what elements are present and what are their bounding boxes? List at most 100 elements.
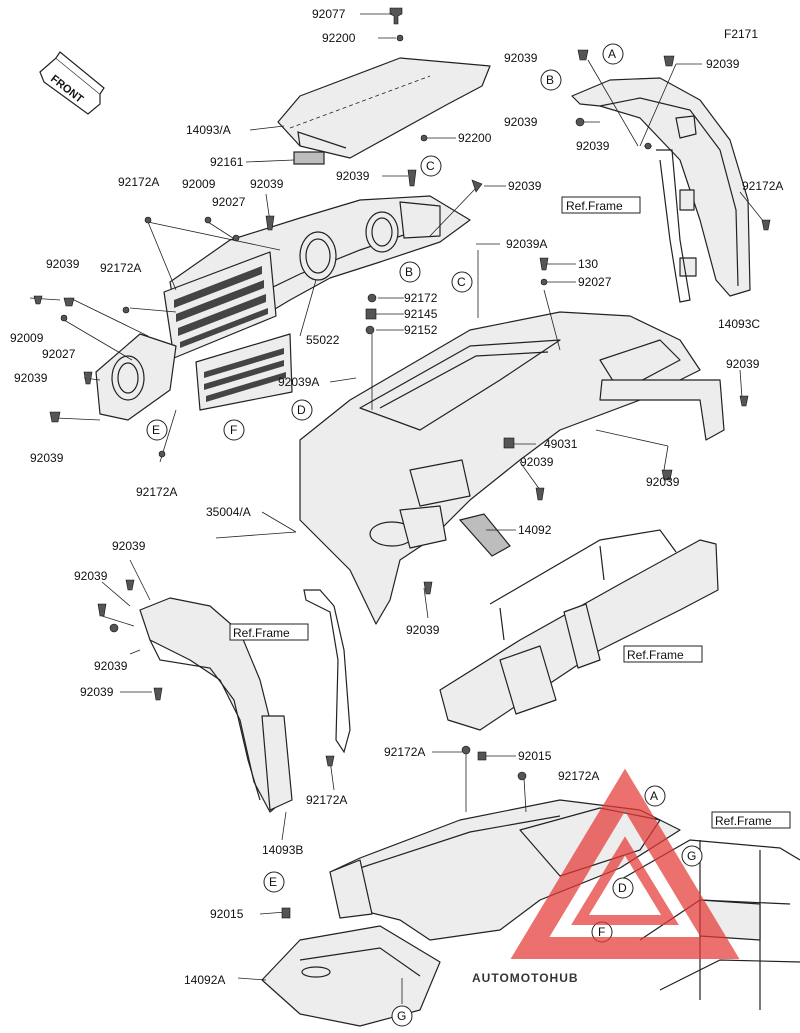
label-92039-u: 92039	[250, 177, 284, 191]
label-92027-u: 92027	[212, 195, 246, 209]
part-labels: 92077 92200 14093/A 92200 92161 92039 92…	[10, 7, 783, 987]
label-55022: 55022	[306, 333, 340, 347]
label-14092: 14092	[518, 523, 552, 537]
callout-b-top: B	[540, 69, 562, 91]
ref-frame-label-top: Ref.Frame	[561, 196, 641, 214]
callout-b-label: B	[405, 265, 413, 279]
label-92039A-c: 92039A	[278, 375, 319, 389]
label-92009-u: 92009	[182, 177, 216, 191]
label-92039-fl4: 92039	[80, 685, 114, 699]
callout-e-label: E	[152, 423, 160, 437]
label-92172A-b: 92172A	[136, 485, 177, 499]
callout-f-cowl: F	[223, 419, 245, 441]
label-92039-hood-r: 92039	[508, 179, 542, 193]
label-92039-hood: 92039	[336, 169, 370, 183]
label-49031: 49031	[544, 437, 578, 451]
callout-a-label: A	[650, 789, 658, 803]
fasteners	[33, 34, 771, 919]
callout-f-label: F	[598, 925, 605, 939]
label-14093C: 14093C	[718, 317, 760, 331]
label-92172A-pan2: 92172A	[558, 769, 599, 783]
callout-c-label: C	[457, 275, 466, 289]
label-92039-l: 92039	[46, 257, 80, 271]
label-92039-tr3: 92039	[504, 115, 538, 129]
label-92152: 92152	[404, 323, 438, 337]
label-92077: 92077	[312, 7, 346, 21]
label-92039-tr4: 92039	[576, 139, 610, 153]
label-92039-fl2: 92039	[74, 569, 108, 583]
svg-text:Ref.Frame: Ref.Frame	[627, 648, 684, 662]
callout-a-floor: A	[644, 785, 666, 807]
callout-e-cowl: E	[146, 419, 168, 441]
label-14093B: 14093B	[262, 843, 303, 857]
label-92039-r: 92039	[726, 357, 760, 371]
callout-b-cowl: B	[399, 261, 421, 283]
headlight-bracket-left	[95, 333, 177, 421]
callout-f-label: F	[230, 423, 237, 437]
left-fender-14093B	[139, 597, 293, 813]
label-92039-l2: 92039	[14, 371, 48, 385]
right-fender-14093C	[571, 77, 751, 303]
label-92039-fl1: 92039	[112, 539, 146, 553]
watermark-text: AUTOMOTOHUB	[472, 971, 579, 985]
callout-d-label: D	[297, 403, 306, 417]
callout-a-label: A	[608, 47, 616, 61]
svg-text:Ref.Frame: Ref.Frame	[233, 626, 290, 640]
label-14092A: 14092A	[184, 973, 225, 987]
front-grille	[163, 251, 293, 411]
label-92172A-ul: 92172A	[118, 175, 159, 189]
label-92009-l: 92009	[10, 331, 44, 345]
callout-e-floor: E	[263, 871, 285, 893]
callout-g-label: G	[397, 1009, 406, 1023]
diagram-code: F2171	[724, 27, 758, 41]
ref-frame-rear	[439, 529, 719, 731]
callout-d-cowl: D	[291, 399, 313, 421]
label-92015-pan: 92015	[518, 749, 552, 763]
callout-d-floor: D	[612, 877, 634, 899]
front-direction-arrow: FRONT	[39, 51, 105, 115]
callout-g-label: G	[687, 849, 696, 863]
label-92027-r: 92027	[578, 275, 612, 289]
label-92145: 92145	[404, 307, 438, 321]
label-92039A-r: 92039A	[506, 237, 547, 251]
ref-frame-label-lower: Ref.Frame	[711, 811, 791, 829]
callout-g-floor: G	[681, 845, 703, 867]
hood-panel-14093A	[277, 57, 491, 165]
fastener-92077	[389, 7, 403, 25]
label-92039-body: 92039	[406, 623, 440, 637]
label-92039-l3: 92039	[30, 451, 64, 465]
svg-text:Ref.Frame: Ref.Frame	[715, 814, 772, 828]
callout-c-cowl: C	[451, 271, 473, 293]
label-92172A-l: 92172A	[100, 261, 141, 275]
label-92027-l: 92027	[42, 347, 76, 361]
label-92172A-pan: 92172A	[384, 745, 425, 759]
label-92161: 92161	[210, 155, 244, 169]
center-cowl-35004A	[299, 311, 725, 625]
label-92015-low: 92015	[210, 907, 244, 921]
label-92039-rr: 92039	[646, 475, 680, 489]
callout-b-label: B	[546, 73, 554, 87]
label-14093A: 14093/A	[186, 123, 231, 137]
watermark-logo: AUTOMOTOHUB	[472, 768, 740, 985]
label-92200-top: 92200	[322, 31, 356, 45]
callout-c-label: C	[426, 159, 435, 173]
label-92172A-tr: 92172A	[742, 179, 783, 193]
callout-e-label: E	[269, 875, 277, 889]
svg-text:Ref.Frame: Ref.Frame	[566, 199, 623, 213]
label-92039-tr1: 92039	[504, 51, 538, 65]
floor-panel-14092A	[261, 925, 441, 1027]
label-92039-tr2: 92039	[706, 57, 740, 71]
ref-frame-label-mid: Ref.Frame	[229, 623, 309, 641]
label-130: 130	[578, 257, 598, 271]
label-92200-mid: 92200	[458, 131, 492, 145]
ref-frame-label-rear: Ref.Frame	[623, 645, 703, 663]
label-35004A: 35004/A	[206, 505, 251, 519]
callout-a-top: A	[602, 43, 624, 65]
ref-frame-mid	[303, 589, 351, 754]
label-92039-fl3: 92039	[94, 659, 128, 673]
label-92039-c: 92039	[520, 455, 554, 469]
side-cover-14092	[458, 513, 511, 557]
callout-d-label: D	[618, 881, 627, 895]
callout-g-bottom: G	[391, 1005, 413, 1027]
